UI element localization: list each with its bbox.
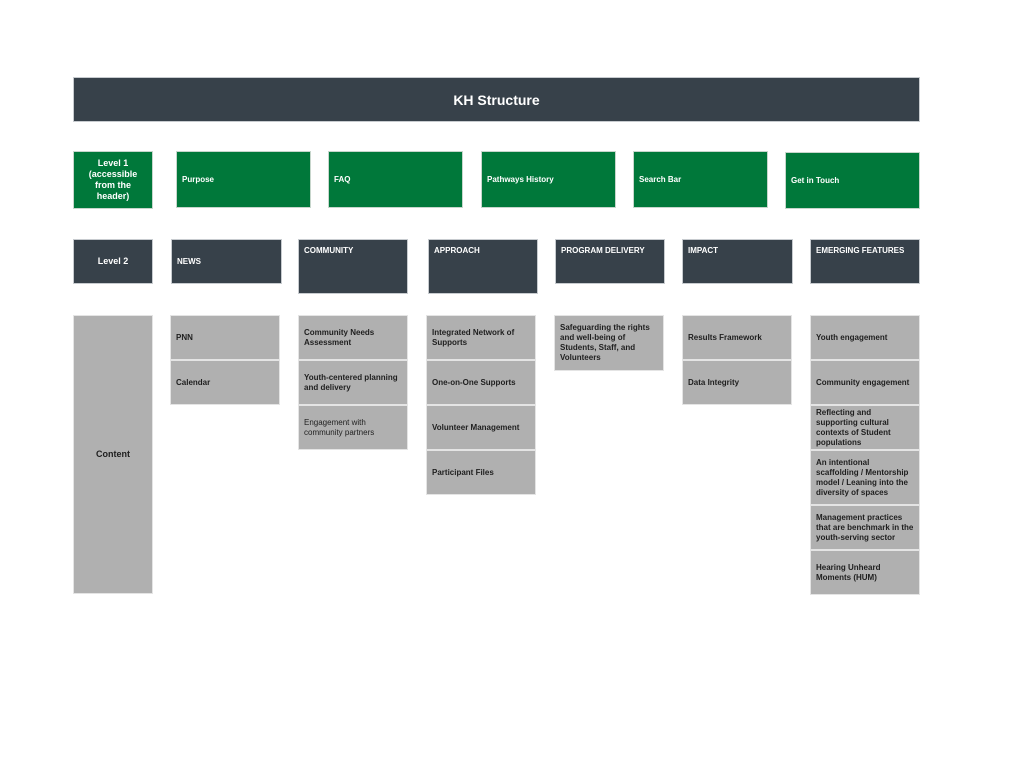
content-emerging-youth-engagement: Youth engagement [810, 315, 920, 360]
content-community-engagement-partners: Engagement with community partners [298, 405, 408, 450]
content-emerging-hum: Hearing Unheard Moments (HUM) [810, 550, 920, 595]
content-impact-results-framework: Results Framework [682, 315, 792, 360]
content-emerging-cultural-contexts: Reflecting and supporting cultural conte… [810, 405, 920, 450]
content-impact-data-integrity: Data Integrity [682, 360, 792, 405]
level1-item-purpose: Purpose [176, 151, 311, 208]
level1-item-search-bar: Search Bar [633, 151, 768, 208]
level1-item-get-in-touch: Get in Touch [785, 152, 920, 209]
level1-label: Level 1 (accessible from the header) [73, 151, 153, 209]
level2-item-approach: APPROACH [428, 239, 538, 294]
level2-item-emerging-features: EMERGING FEATURES [810, 239, 920, 284]
level2-item-community: COMMUNITY [298, 239, 408, 294]
content-approach-volunteer-management: Volunteer Management [426, 405, 536, 450]
content-emerging-scaffolding: An intentional scaffolding / Mentorship … [810, 450, 920, 505]
content-community-needs-assessment: Community Needs Assessment [298, 315, 408, 360]
content-label: Content [73, 315, 153, 594]
content-emerging-management-practices: Management practices that are benchmark … [810, 505, 920, 550]
content-news-calendar: Calendar [170, 360, 280, 405]
level1-item-pathways-history: Pathways History [481, 151, 616, 208]
level2-label: Level 2 [73, 239, 153, 284]
level2-item-news: NEWS [171, 239, 282, 284]
level1-item-faq: FAQ [328, 151, 463, 208]
level2-item-program-delivery: PROGRAM DELIVERY [555, 239, 665, 284]
content-community-youth-centered: Youth-centered planning and delivery [298, 360, 408, 405]
diagram-title: KH Structure [73, 77, 920, 122]
content-approach-one-on-one: One-on-One Supports [426, 360, 536, 405]
level2-item-impact: IMPACT [682, 239, 793, 284]
content-approach-integrated-network: Integrated Network of Supports [426, 315, 536, 360]
content-program-safeguarding: Safeguarding the rights and well-being o… [554, 315, 664, 371]
content-news-pnn: PNN [170, 315, 280, 360]
content-approach-participant-files: Participant Files [426, 450, 536, 495]
content-emerging-community-engagement: Community engagement [810, 360, 920, 405]
